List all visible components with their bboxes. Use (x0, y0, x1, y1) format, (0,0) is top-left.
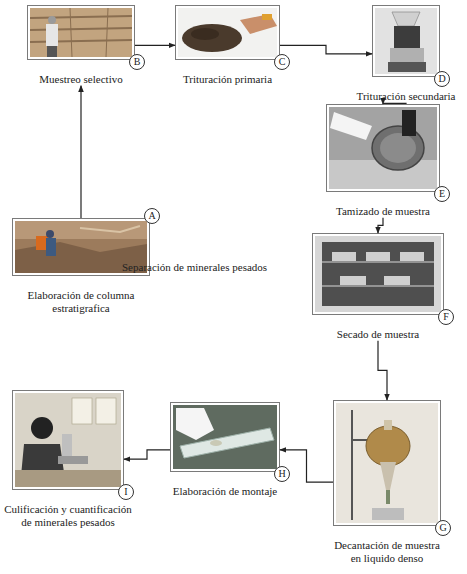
step-letter-circle: G (435, 520, 451, 536)
photo-frame: H (170, 402, 280, 472)
photo-frame: B (27, 5, 135, 60)
step-caption: Decantación de muestra en liquido denso (329, 539, 445, 564)
photo-frame: D (372, 5, 440, 77)
photo-frame: E (326, 104, 440, 192)
photo-outcrop (30, 8, 132, 57)
step-letter-circle: F (438, 309, 454, 325)
step-caption: Trituración secundaria (350, 90, 462, 103)
photo-frame: I (12, 390, 124, 490)
step-caption: Trituración primaria (168, 73, 288, 86)
photo-crushing (178, 8, 277, 57)
flow-arrow (378, 218, 383, 233)
step-box: BMuestreo selectivo (27, 5, 135, 86)
step-letter: C (279, 56, 286, 67)
step-letter-circle: B (129, 54, 145, 70)
photo-slide (173, 405, 277, 469)
step-box: HElaboración de montaje (170, 402, 280, 498)
flow-arrow (378, 341, 387, 400)
step-letter: F (443, 311, 449, 322)
step-letter: I (124, 486, 127, 497)
step-letter: G (439, 522, 446, 533)
step-caption: Secado de muestra (308, 328, 448, 341)
step-letter-circle: A (144, 208, 160, 224)
step-letter-circle: E (434, 186, 450, 202)
flow-arrow (124, 450, 170, 459)
photo-frame: C (175, 5, 280, 60)
step-letter: E (439, 188, 445, 199)
step-box: ICulificación y cuantificación de minera… (12, 390, 124, 528)
step-letter-circle: D (434, 71, 450, 87)
step-letter: A (148, 210, 155, 221)
step-box: CTrituración primaria (175, 5, 280, 86)
step-caption: Culificación y cuantificación de mineral… (4, 503, 132, 528)
step-letter: B (134, 56, 141, 67)
flow-arrow (80, 86, 81, 218)
step-caption: Elaboración de columna estratigrafica (6, 289, 156, 314)
photo-frame: F (312, 233, 444, 315)
step-letter-circle: H (274, 466, 290, 482)
photo-sieve (329, 107, 437, 189)
step-caption: Muestreo selectivo (21, 73, 141, 86)
step-box: FSecado de muestra (312, 233, 444, 341)
photo-oven (315, 236, 441, 312)
photo-funnel (336, 403, 438, 523)
section-label: Separación de minerales pesados (122, 261, 267, 273)
step-caption: Tamizado de muestra (323, 205, 443, 218)
step-box: E Tamizado de muestra (326, 104, 440, 218)
step-letter: H (278, 468, 285, 479)
step-letter-circle: C (274, 54, 290, 70)
photo-frame: G (333, 400, 441, 526)
flow-arrow (135, 45, 175, 46)
step-letter: D (438, 73, 445, 84)
flow-arrow (280, 45, 372, 54)
photo-microscope (15, 393, 121, 487)
step-box: DTrituración secundaria (372, 5, 440, 103)
step-caption: Elaboración de montaje (165, 485, 285, 498)
photo-mill (375, 8, 437, 74)
step-box: GDecantación de muestra en liquido denso (333, 400, 441, 564)
step-letter-circle: I (118, 484, 134, 500)
